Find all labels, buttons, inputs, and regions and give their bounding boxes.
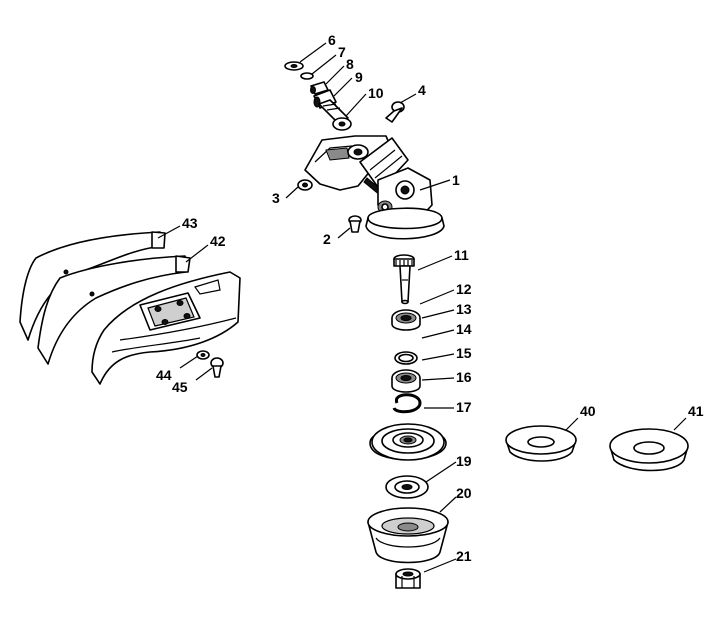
callout-3: 3 [272,190,280,206]
callout-2: 2 [323,231,331,247]
part-40-disc [505,425,577,462]
part-41-disc [609,428,689,472]
part-11-shaft [393,254,415,305]
part-15-bearing [391,369,421,393]
part-21-nut [395,568,421,589]
part-12-bearing [391,309,421,331]
callout-6: 6 [328,32,336,48]
part-42-guard-blade [37,255,191,365]
part-4-screw [385,101,405,123]
part-14-ring [394,351,418,365]
callout-45: 45 [172,379,188,395]
part-17-thrust-plate [369,423,447,461]
callout-42: 42 [210,233,226,249]
callout-13: 13 [456,301,472,317]
callout-19: 19 [456,453,472,469]
part-10-screw [318,99,352,131]
part-20-cup [367,507,449,564]
part-44-washer [196,350,210,360]
callout-20: 20 [456,485,472,501]
callout-44: 44 [156,367,172,383]
part-2-screw [348,215,362,233]
callout-17: 17 [456,399,472,415]
callout-9: 9 [355,69,363,85]
callout-15: 15 [456,345,472,361]
callout-12: 12 [456,281,472,297]
callout-7: 7 [338,44,346,60]
part-45-screw [210,357,224,378]
callout-21: 21 [456,548,472,564]
callout-16: 16 [456,369,472,385]
part-6-washer [284,61,304,71]
callout-8: 8 [346,56,354,72]
callout-labels: 1 2 3 4 6 7 8 9 10 11 12 13 14 15 16 17 … [156,32,704,564]
callout-11: 11 [454,247,469,263]
callout-40: 40 [580,403,596,419]
part-7-ring [300,72,314,80]
callout-4: 4 [418,82,426,98]
part-16-circlip [392,393,422,414]
callout-43: 43 [182,215,198,231]
leader-lines [157,42,687,573]
callout-14: 14 [456,321,472,337]
callout-41: 41 [688,403,704,419]
part-19-washer [385,475,429,499]
part-1-gear-housing [304,135,445,240]
callout-1: 1 [452,172,460,188]
part-guard-deflector [91,271,241,385]
callout-10: 10 [368,85,384,101]
part-3-washer [297,179,313,191]
